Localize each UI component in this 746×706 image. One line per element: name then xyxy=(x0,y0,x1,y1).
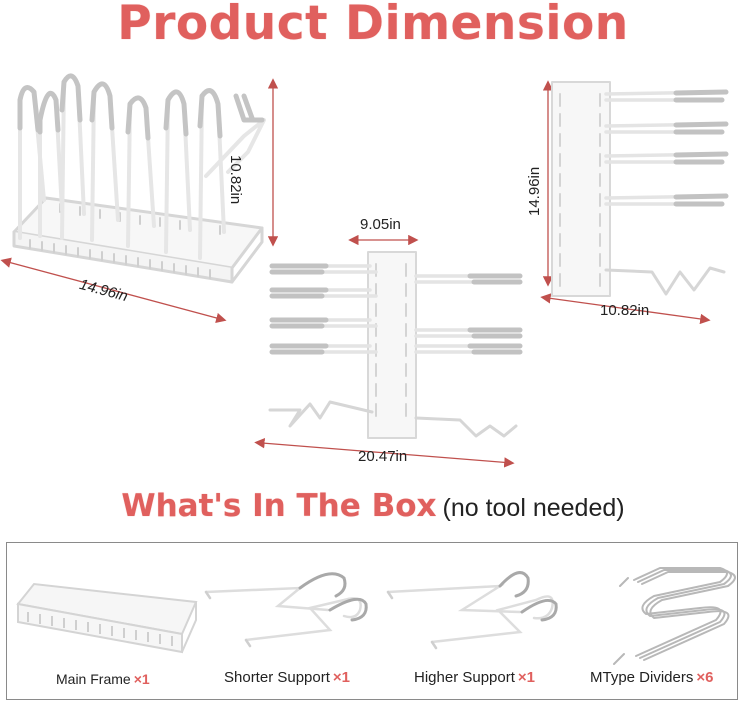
box-item-main-frame: Main Frame×1 xyxy=(56,671,150,687)
horizontal-depth-label: 9.05in xyxy=(360,216,401,233)
vertical-width-label: 10.82in xyxy=(600,302,650,319)
box-item-shorter-support: Shorter Support×1 xyxy=(224,669,350,686)
page-title: Product Dimension xyxy=(117,0,629,51)
horizontal-length-label: 20.47in xyxy=(358,448,408,465)
box-item-qty: ×6 xyxy=(696,669,714,686)
in-the-box-title: What's In The Box xyxy=(121,488,437,524)
box-item-qty: ×1 xyxy=(517,669,536,686)
box-item-higher-support: Higher Support×1 xyxy=(414,669,535,686)
rack-height-label: 10.82in xyxy=(227,155,244,205)
box-item-qty: ×1 xyxy=(332,669,351,686)
vertical-height-label: 14.96in xyxy=(526,166,543,216)
box-item-name: MType Dividers xyxy=(590,669,694,686)
in-the-box-subtitle: (no tool needed) xyxy=(442,494,625,522)
in-the-box-panel xyxy=(6,542,738,700)
in-the-box-header: What's In The Box(no tool needed) xyxy=(0,488,746,524)
box-item-name: Main Frame xyxy=(56,671,131,687)
box-item-name: Higher Support xyxy=(414,669,515,686)
box-item-mtype-dividers: MType Dividers×6 xyxy=(590,669,713,686)
box-item-name: Shorter Support xyxy=(224,669,330,686)
box-item-qty: ×1 xyxy=(133,671,150,687)
rack-length-label: 14.96in xyxy=(77,276,130,306)
